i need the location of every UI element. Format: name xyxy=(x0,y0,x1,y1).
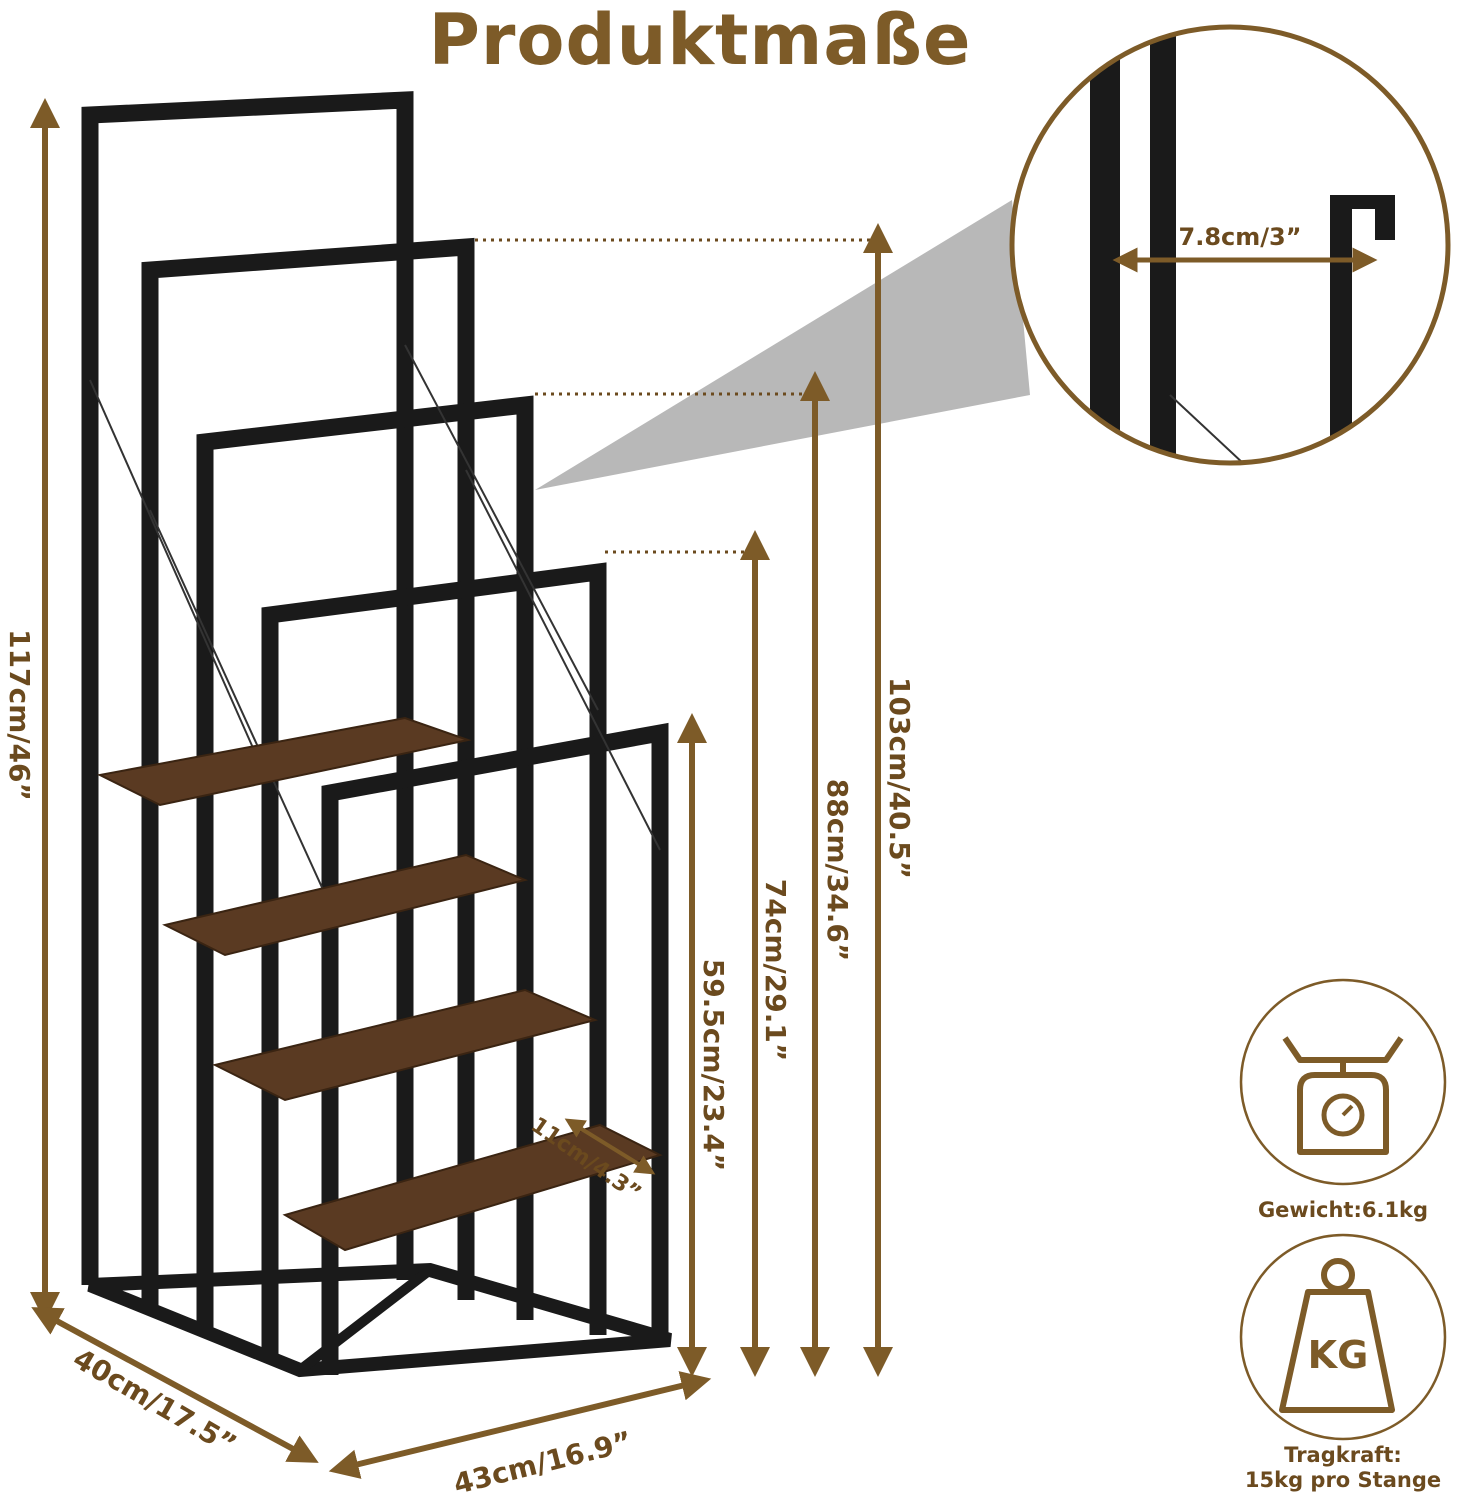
weight-label: Gewicht:6.1kg xyxy=(1257,1198,1429,1222)
frame-1 xyxy=(81,91,414,1285)
frame-4 xyxy=(261,562,607,1360)
capacity-label-2: 15kg pro Stange xyxy=(1244,1468,1442,1492)
dim-bar-spacing: 7.8cm/3” xyxy=(1179,223,1302,251)
dimension-arrows xyxy=(30,98,893,1479)
dim-depth: 40cm/17.5” xyxy=(67,1342,242,1462)
dim-height-total: 117cm/46” xyxy=(3,629,36,801)
base-frame xyxy=(87,1262,672,1378)
dim-height-frame5: 59.5cm/23.4” xyxy=(697,959,730,1172)
leader-lines xyxy=(475,238,878,554)
shelf-2 xyxy=(162,853,529,957)
page-title: Produktmaße xyxy=(428,0,972,81)
shelf-1 xyxy=(96,716,472,807)
weight-kg-icon: KG xyxy=(1239,1233,1447,1441)
dim-height-frame2: 103cm/40.5” xyxy=(883,677,916,879)
capacity-label-1: Tragkraft: xyxy=(1284,1443,1402,1467)
scale-icon xyxy=(1239,978,1447,1186)
frame-3 xyxy=(196,395,534,1335)
dim-height-frame4: 74cm/29.1” xyxy=(759,879,792,1061)
shelf-3 xyxy=(212,988,599,1102)
shelves xyxy=(96,716,663,1252)
zoom-projection xyxy=(535,200,1030,490)
support-cables xyxy=(89,344,661,906)
dim-height-frame3: 88cm/34.6” xyxy=(821,779,854,961)
kg-text: KG xyxy=(1308,1333,1369,1377)
zoom-detail: 7.8cm/3” xyxy=(1009,24,1451,466)
